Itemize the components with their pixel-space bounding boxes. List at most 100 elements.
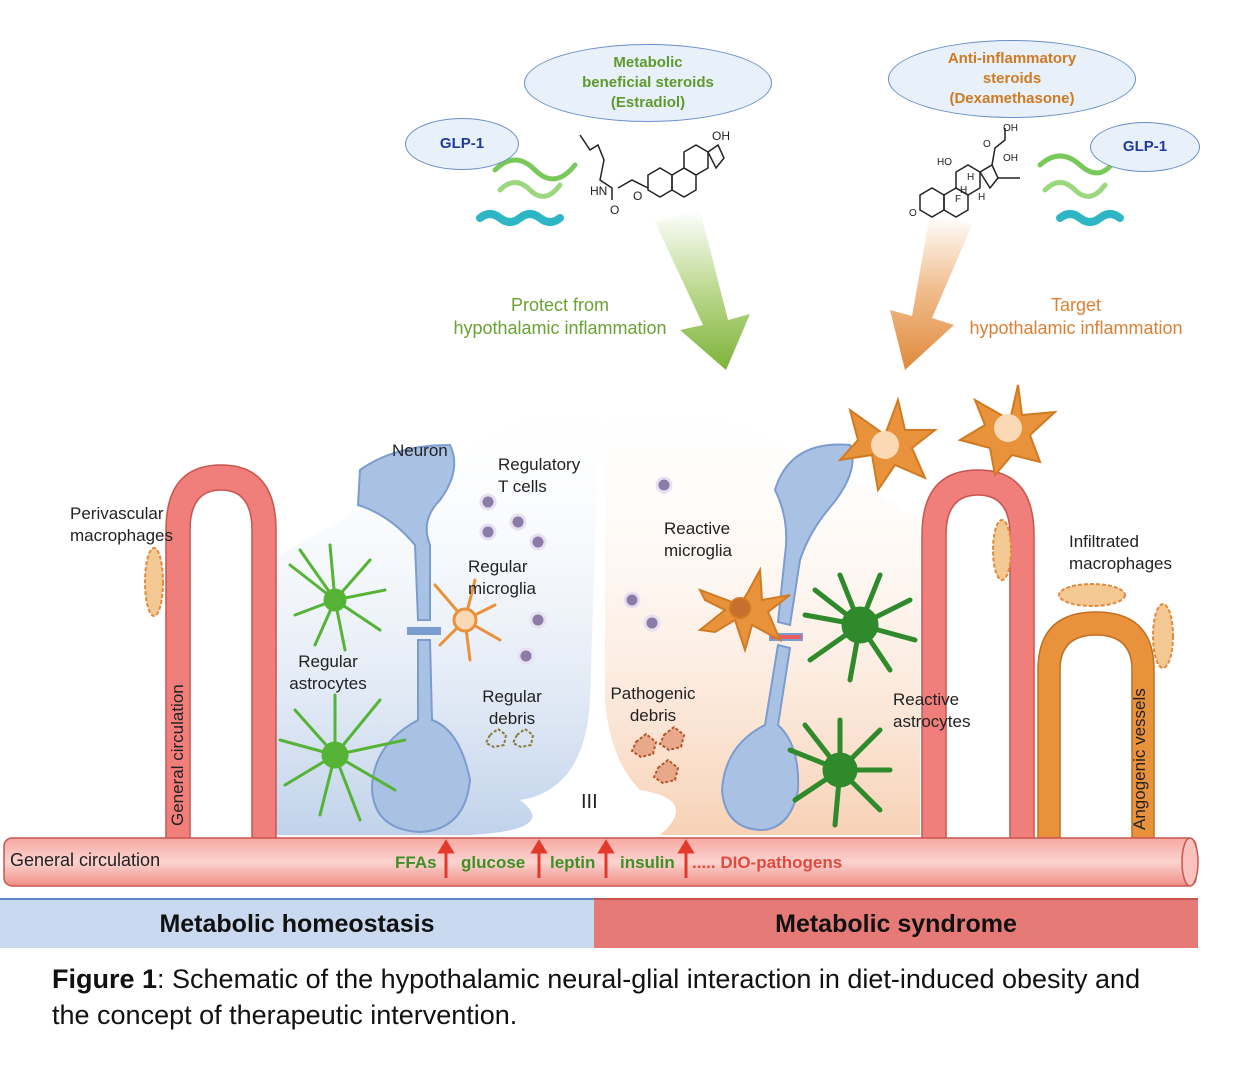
chem-atom: O	[983, 139, 991, 150]
perivascular-macrophages-label: Perivascular macrophages	[70, 503, 173, 547]
perivascular-macrophage	[144, 547, 164, 617]
label-line: Neuron	[392, 441, 448, 460]
chem-atom: O	[610, 203, 619, 217]
third-ventricle-label: III	[581, 789, 598, 815]
label-line: Reactive	[893, 690, 960, 709]
chem-atom: H	[978, 192, 985, 203]
label-line: microglia	[468, 579, 537, 599]
oval-line: steroids	[982, 69, 1042, 87]
oval-line: (Estradiol)	[610, 94, 686, 112]
label-line: macrophages	[1069, 554, 1173, 574]
label-line: Reactive	[664, 519, 731, 538]
increase-arrows	[437, 839, 695, 878]
banner-label: Metabolic syndrome	[775, 909, 1017, 938]
chem-atom: O	[909, 208, 917, 219]
reactive-astrocyte	[787, 717, 893, 828]
chem-atom: OH	[1003, 153, 1018, 164]
reactive-microglia-large	[837, 384, 1058, 493]
circulation-factor-insulin: insulin	[620, 852, 675, 874]
label-line: Infiltrated	[1069, 532, 1139, 551]
homeostasis-tissue-region	[270, 380, 600, 835]
infiltrated-macrophages-label: Infiltrated macrophages	[1069, 531, 1172, 575]
oval-line: Anti-inflammatory	[947, 49, 1077, 67]
label-line: III	[581, 791, 598, 813]
estradiol-oval: Metabolic beneficial steroids (Estradiol…	[524, 44, 772, 122]
banner-label: Metabolic homeostasis	[159, 909, 435, 938]
neuron-label: Neuron	[392, 440, 448, 462]
glp1-oval-right: GLP-1	[1090, 122, 1200, 172]
chem-atom: HN	[590, 184, 607, 198]
label-line: Perivascular	[70, 504, 164, 523]
regulatory-t-cells-label: Regulatory T cells	[498, 454, 580, 498]
oval-line: beneficial steroids	[582, 73, 714, 91]
protect-label: Protect from hypothalamic inflammation	[440, 294, 680, 341]
regular-microglia-label: Regular microglia	[468, 556, 536, 600]
general-circulation-label: General circulation	[10, 849, 160, 872]
reactive-microglia-label: Reactive microglia	[664, 518, 732, 562]
infiltrated-macrophage	[1152, 603, 1174, 669]
circulation-factor-glucose: glucose	[461, 852, 525, 874]
pathogenic-debris	[630, 725, 686, 785]
angiogenic-vessel-loop	[1037, 611, 1155, 841]
infiltrated-macrophage	[1058, 583, 1126, 607]
figure-caption: Figure 1: Schematic of the hypothalamic …	[52, 962, 1172, 1033]
glp1-label: GLP-1	[439, 134, 485, 152]
neuron-left	[356, 443, 472, 834]
regular-debris	[484, 727, 535, 749]
oval-line: Metabolic	[613, 53, 683, 71]
label-line: T cells	[498, 477, 547, 497]
label-line: macrophages	[70, 526, 174, 546]
chem-atom: HO	[937, 157, 952, 168]
target-arrow	[890, 215, 972, 370]
pathogenic-debris-label: Pathogenic debris	[603, 683, 703, 727]
regular-astrocytes-label: Regular astrocytes	[283, 651, 373, 695]
label-line: debris	[629, 706, 677, 726]
chem-atom: OH	[1003, 123, 1018, 134]
caption-text: : Schematic of the hypothalamic neural-g…	[52, 964, 1141, 1030]
glp1-label: GLP-1	[1122, 137, 1168, 155]
factor-text: leptin	[550, 853, 596, 872]
protect-label-line: hypothalamic inflammation	[453, 318, 667, 339]
target-label-line: hypothalamic inflammation	[969, 318, 1183, 339]
label-line: microglia	[664, 541, 733, 561]
protect-arrow	[655, 210, 750, 370]
protect-label-line: Protect from	[510, 295, 610, 315]
caption-bold: Figure 1	[52, 964, 158, 994]
circulation-factor-dio: ..... DIO-pathogens	[692, 852, 842, 874]
chem-atom: O	[633, 189, 642, 203]
angiogenic-vessels-label: Angogenic vessels	[1130, 688, 1149, 830]
label-line: astrocytes	[893, 712, 971, 732]
dexamethasone-oval: Anti-inflammatory steroids (Dexamethason…	[888, 40, 1136, 118]
regular-debris-label: Regular debris	[472, 686, 552, 730]
t-cells-syndrome	[623, 476, 673, 632]
regular-astrocyte	[278, 693, 407, 822]
label-line: Pathogenic	[610, 684, 696, 703]
circulation-factor-ffas: FFAs	[395, 852, 437, 874]
oval-line: (Dexamethasone)	[949, 90, 1075, 108]
label-line: Regulatory	[498, 455, 581, 474]
regulatory-t-cells	[479, 493, 547, 665]
target-label: Target hypothalamic inflammation	[955, 294, 1197, 341]
reactive-astrocyte	[802, 572, 918, 683]
dexamethasone-atom-labels: OH O OH HO H H F H O	[909, 123, 1018, 219]
factor-text: insulin	[620, 853, 675, 872]
metabolic-homeostasis-banner: Metabolic homeostasis	[0, 898, 594, 948]
estradiol-structure	[579, 134, 725, 200]
left-vessel-loop	[165, 464, 277, 841]
circulation-factor-leptin: leptin	[550, 852, 595, 874]
chem-atom: F	[955, 194, 961, 205]
label-line: Regular	[482, 687, 542, 706]
general-circulation-vertical-label: General circulation	[168, 684, 187, 826]
glp1-protein-left	[476, 157, 578, 226]
metabolic-syndrome-banner: Metabolic syndrome	[594, 898, 1198, 948]
chem-atom: OH	[712, 129, 730, 143]
glp1-protein-right	[1037, 153, 1124, 226]
label-line: Regular	[468, 557, 528, 576]
infiltrated-macrophage	[992, 519, 1012, 581]
reactive-microglia	[697, 566, 791, 654]
chem-atom: H	[960, 185, 967, 196]
factor-text: glucose	[461, 853, 526, 872]
reactive-astrocytes-label: Reactive astrocytes	[893, 689, 970, 733]
factor-text: FFAs	[395, 853, 437, 872]
regular-astrocyte	[288, 543, 387, 652]
